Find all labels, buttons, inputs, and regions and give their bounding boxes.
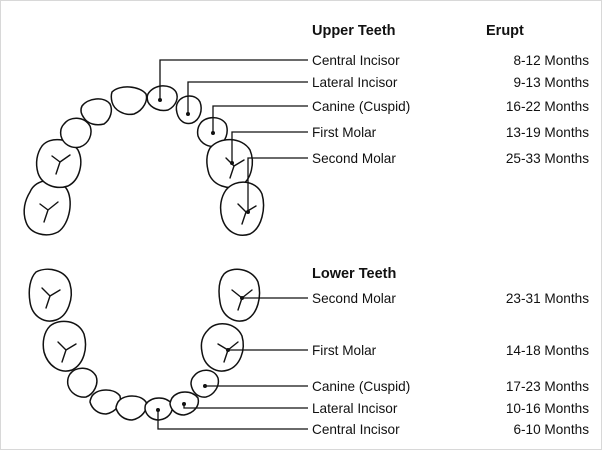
lower-first-molar-dot bbox=[226, 348, 230, 352]
upper-central-incisor-leader bbox=[160, 60, 308, 100]
upper-lateral-incisor-dot bbox=[186, 112, 190, 116]
lower-lateral-incisor-label: Lateral Incisor bbox=[312, 401, 398, 416]
lower-second-molar-erupt: 23-31 Months bbox=[506, 291, 589, 306]
upper-first-molar-erupt: 13-19 Months bbox=[506, 125, 589, 140]
upper-central-incisor-dot bbox=[158, 98, 162, 102]
lower-left-canine bbox=[68, 368, 97, 397]
upper-lateral-incisor-leader bbox=[188, 82, 308, 114]
erupt-header: Erupt bbox=[486, 23, 524, 39]
upper-central-incisor-erupt: 8-12 Months bbox=[513, 53, 589, 68]
lower-lateral-incisor-dot bbox=[182, 402, 186, 406]
lower-canine-dot bbox=[203, 384, 207, 388]
upper-left-second-molar bbox=[24, 181, 70, 235]
upper-arch bbox=[24, 86, 263, 235]
lower-left-central-incisor bbox=[116, 396, 146, 420]
upper-left-central-incisor bbox=[111, 87, 146, 114]
upper-central-incisor-label: Central Incisor bbox=[312, 53, 400, 68]
upper-left-canine bbox=[61, 118, 91, 147]
lower-central-incisor-label: Central Incisor bbox=[312, 422, 400, 437]
upper-lateral-incisor-label: Lateral Incisor bbox=[312, 75, 398, 90]
lower-first-molar-erupt: 14-18 Months bbox=[506, 343, 589, 358]
upper-first-molar-label: First Molar bbox=[312, 125, 377, 140]
upper-left-lateral-incisor bbox=[81, 99, 111, 125]
lower-teeth-header: Lower Teeth bbox=[312, 266, 396, 282]
lower-right-canine bbox=[191, 370, 218, 397]
lower-lateral-incisor-leader bbox=[184, 404, 308, 408]
upper-canine-label: Canine (Cuspid) bbox=[312, 99, 410, 114]
upper-second-molar-erupt: 25-33 Months bbox=[506, 151, 589, 166]
upper-first-molar-dot bbox=[230, 161, 234, 165]
lower-arch bbox=[29, 269, 259, 420]
upper-canine-dot bbox=[211, 131, 215, 135]
upper-canine-erupt: 16-22 Months bbox=[506, 99, 589, 114]
lower-central-incisor-dot bbox=[156, 408, 160, 412]
lower-lateral-incisor-erupt: 10-16 Months bbox=[506, 401, 589, 416]
lower-first-molar-label: First Molar bbox=[312, 343, 377, 358]
lower-second-molar-label: Second Molar bbox=[312, 291, 396, 306]
lower-left-lateral-incisor bbox=[90, 390, 120, 414]
lower-left-first-molar bbox=[43, 321, 85, 371]
lower-central-incisor-erupt: 6-10 Months bbox=[513, 422, 589, 437]
upper-teeth-header: Upper Teeth bbox=[312, 23, 396, 39]
upper-lateral-incisor-erupt: 9-13 Months bbox=[513, 75, 589, 90]
upper-right-lateral-incisor bbox=[176, 96, 201, 124]
upper-second-molar-label: Second Molar bbox=[312, 151, 396, 166]
lower-canine-label: Canine (Cuspid) bbox=[312, 379, 410, 394]
upper-right-first-molar bbox=[207, 140, 252, 188]
upper-right-central-incisor bbox=[147, 86, 177, 111]
upper-second-molar-dot bbox=[246, 210, 250, 214]
lower-canine-erupt: 17-23 Months bbox=[506, 379, 589, 394]
lower-second-molar-dot bbox=[240, 296, 244, 300]
